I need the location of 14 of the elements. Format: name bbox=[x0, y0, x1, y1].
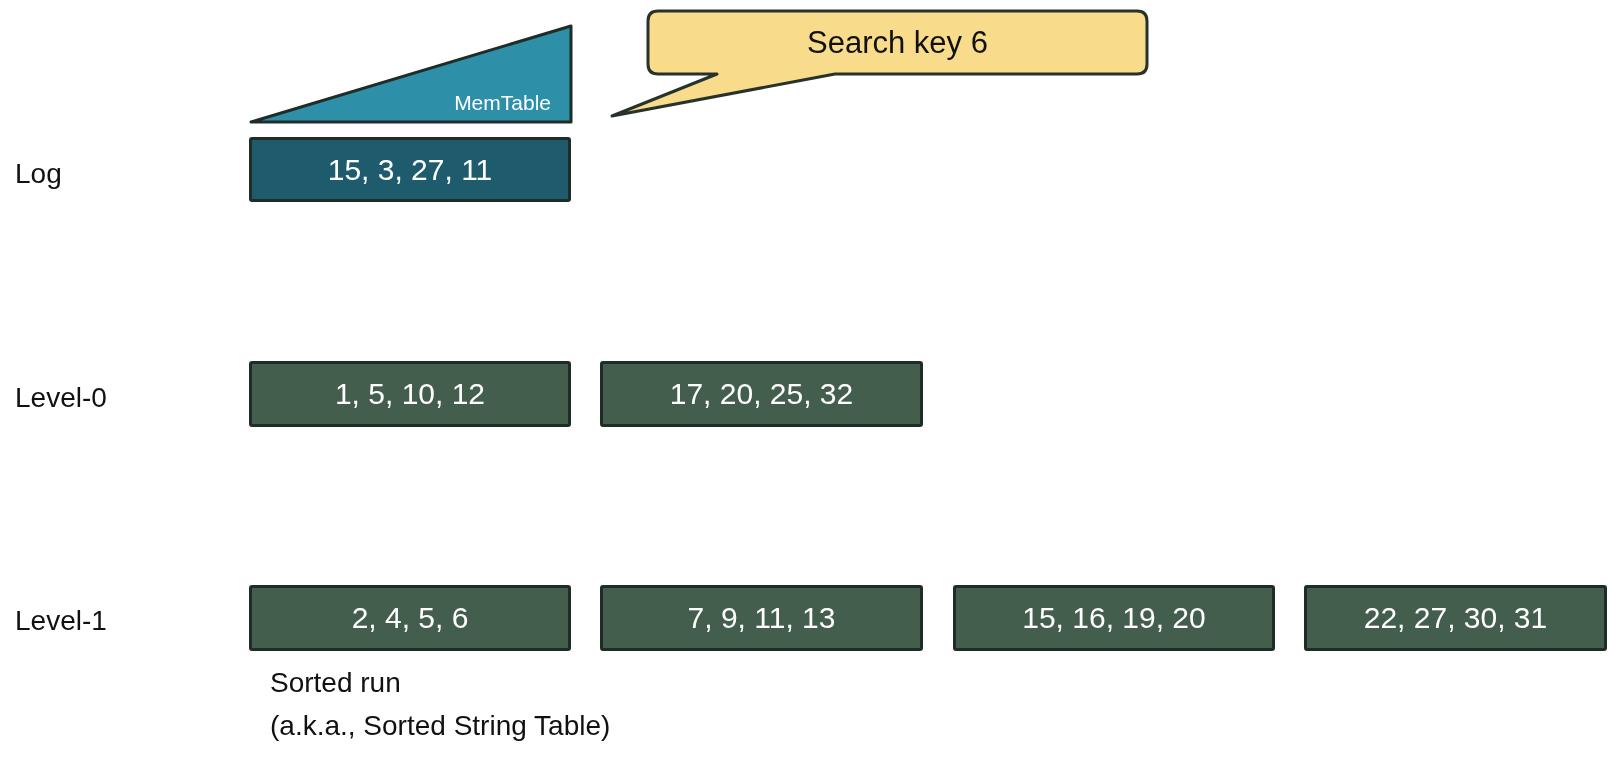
sorted-run-box: 1, 5, 10, 12 bbox=[249, 361, 571, 427]
memtable-label: MemTable bbox=[454, 91, 551, 115]
row-label: Log bbox=[15, 158, 62, 190]
annotation-text: Sorted run bbox=[270, 667, 401, 699]
annotation-text: (a.k.a., Sorted String Table) bbox=[270, 710, 611, 742]
sorted-run-box: 2, 4, 5, 6 bbox=[249, 585, 571, 651]
sorted-run-box: 17, 20, 25, 32 bbox=[600, 361, 923, 427]
sorted-run-box: 22, 27, 30, 31 bbox=[1304, 585, 1607, 651]
sorted-run-box: 15, 16, 19, 20 bbox=[953, 585, 1275, 651]
sorted-run-box: 7, 9, 11, 13 bbox=[600, 585, 923, 651]
log-box: 15, 3, 27, 11 bbox=[249, 137, 571, 202]
row-label: Level-1 bbox=[15, 605, 107, 637]
callout-text: Search key 6 bbox=[807, 24, 988, 61]
row-label: Level-0 bbox=[15, 382, 107, 414]
